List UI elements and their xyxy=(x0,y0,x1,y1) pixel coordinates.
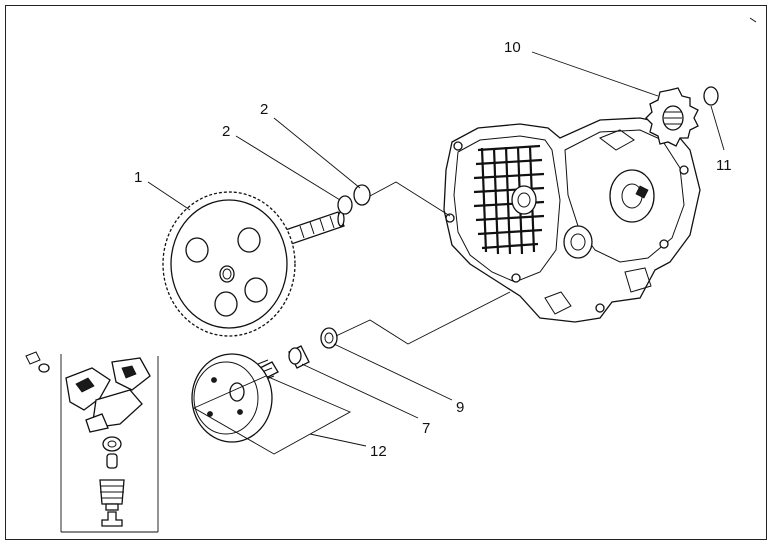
sprocket xyxy=(645,87,699,147)
callouts: 1 2 2 7 9 10 11 12 xyxy=(134,39,732,460)
leader-lines xyxy=(147,51,725,455)
clutch-bell xyxy=(191,353,279,443)
callout-11: 11 xyxy=(716,157,732,174)
housing-mesh xyxy=(473,144,545,255)
callout-1: 1 xyxy=(134,169,142,186)
crankcase-housing xyxy=(443,117,701,323)
callout-12: 12 xyxy=(370,443,387,460)
washer xyxy=(320,327,338,349)
callout-2-lower: 2 xyxy=(222,123,230,140)
sprocket-circlip xyxy=(703,86,719,106)
diagram-border xyxy=(5,5,767,540)
callout-9: 9 xyxy=(456,399,464,416)
corner-mark xyxy=(749,17,757,23)
bushing xyxy=(288,345,310,369)
callout-7: 7 xyxy=(422,420,430,437)
gear-with-shaft xyxy=(162,191,345,337)
callout-2-upper: 2 xyxy=(260,101,268,118)
circlip-outer xyxy=(353,184,371,206)
clutch-assembly-inset xyxy=(25,351,159,533)
callout-10: 10 xyxy=(504,39,521,56)
circlip-inner xyxy=(337,195,353,215)
